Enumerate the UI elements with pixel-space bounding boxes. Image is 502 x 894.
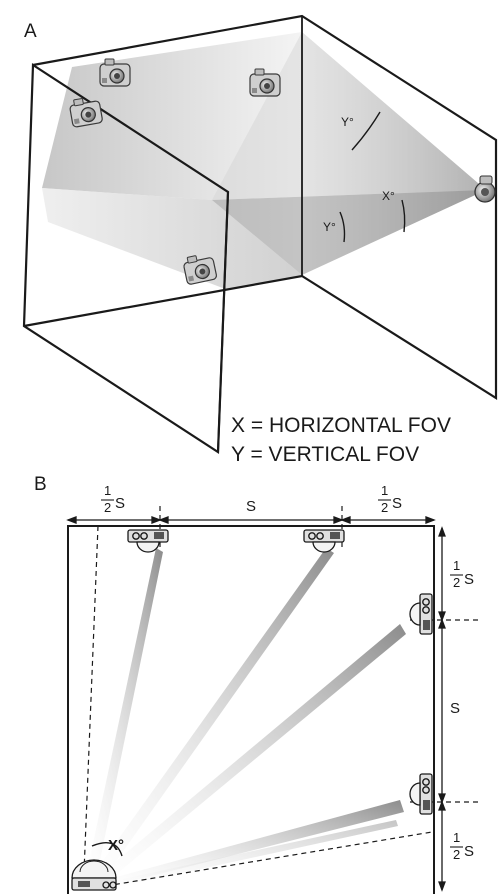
dome-camera-icon — [127, 529, 169, 553]
panel-b-x-angle-label: X° — [108, 837, 124, 854]
spacing-label-full-right: S — [450, 700, 460, 717]
svg-text:1: 1 — [453, 558, 460, 573]
x-angle-label: X° — [382, 189, 395, 203]
svg-text:2: 2 — [104, 500, 111, 515]
svg-text:1: 1 — [104, 483, 111, 498]
y-angle-label-upper: Y° — [341, 115, 354, 129]
floor-plan — [66, 506, 482, 894]
dome-camera-icon — [303, 529, 345, 553]
room-3d — [22, 14, 498, 454]
svg-text:2: 2 — [381, 500, 388, 515]
spacing-label-full-top: S — [246, 498, 256, 515]
svg-text:2: 2 — [453, 847, 460, 862]
panel-a-label: A — [24, 21, 37, 42]
legend-horizontal: X = HORIZONTAL FOV — [231, 414, 451, 437]
spacing-label-half-left: 1 2 S — [101, 483, 125, 515]
dome-camera-icon — [71, 859, 117, 891]
dome-camera-icon — [409, 593, 433, 635]
spacing-label-half-top: 1 2 S — [450, 558, 474, 590]
legend-vertical: Y = VERTICAL FOV — [231, 443, 419, 466]
spacing-label-half-bottom: 1 2 S — [450, 830, 474, 862]
spacing-label-half-right: 1 2 S — [378, 483, 402, 515]
y-angle-label-lower: Y° — [323, 220, 336, 234]
svg-text:S: S — [392, 495, 402, 512]
panel-b-label: B — [34, 474, 47, 495]
camera-icon — [474, 175, 496, 203]
svg-text:1: 1 — [381, 483, 388, 498]
angle-arcs — [339, 111, 406, 243]
dome-camera-icon — [409, 773, 433, 815]
svg-text:S: S — [464, 843, 474, 860]
svg-text:1: 1 — [453, 830, 460, 845]
svg-text:S: S — [464, 571, 474, 588]
svg-text:S: S — [115, 495, 125, 512]
svg-text:2: 2 — [453, 575, 460, 590]
